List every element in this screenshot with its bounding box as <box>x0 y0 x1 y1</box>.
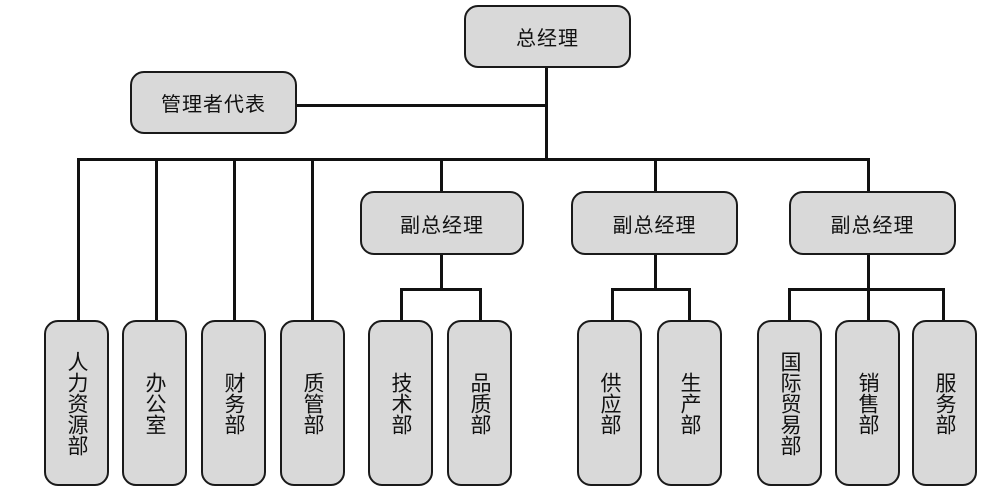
connector-deputy-3-bus <box>788 288 945 291</box>
connector-drop-office <box>155 158 158 322</box>
department-node-hr: 人力资源部 <box>44 320 109 486</box>
connector-drop-production <box>688 288 691 322</box>
deputy-manager-node-1: 副总经理 <box>360 191 524 255</box>
connector-deputy-2-stem <box>654 253 657 290</box>
connector-drop-qm <box>311 158 314 322</box>
connector-deputy-2-bus <box>611 288 691 291</box>
connector-drop-deputy-3 <box>867 158 870 193</box>
department-node-technology: 技术部 <box>368 320 433 486</box>
connector-drop-deputy-2 <box>654 158 657 193</box>
deputy-manager-node-3: 副总经理 <box>789 191 956 255</box>
deputy-manager-node-2: 副总经理 <box>571 191 738 255</box>
connector-drop-supply <box>611 288 614 322</box>
connector-drop-quality <box>479 288 482 322</box>
department-node-production: 生产部 <box>657 320 722 486</box>
department-node-service: 服务部 <box>912 320 977 486</box>
connector-deputy-3-stem <box>867 253 870 290</box>
connector-drop-tech <box>400 288 403 322</box>
management-representative-node: 管理者代表 <box>130 71 297 134</box>
connector-top-trunk <box>545 67 548 160</box>
department-node-finance: 财务部 <box>201 320 266 486</box>
department-node-quality-management: 质管部 <box>280 320 345 486</box>
department-node-international-trade: 国际贸易部 <box>757 320 822 486</box>
connector-drop-service <box>942 288 945 322</box>
connector-drop-sales <box>867 288 870 322</box>
department-node-supply: 供应部 <box>577 320 642 486</box>
connector-deputy-1-stem <box>440 253 443 290</box>
connector-main-bus <box>77 158 870 161</box>
connector-drop-finance <box>233 158 236 322</box>
connector-deputy-1-bus <box>400 288 482 291</box>
department-node-sales: 销售部 <box>835 320 900 486</box>
connector-drop-deputy-1 <box>440 158 443 193</box>
general-manager-node: 总经理 <box>464 5 631 68</box>
connector-drop-hr <box>77 158 80 322</box>
connector-drop-intl-trade <box>788 288 791 322</box>
department-node-quality: 品质部 <box>447 320 512 486</box>
department-node-office: 办公室 <box>122 320 187 486</box>
connector-representative <box>296 104 548 107</box>
